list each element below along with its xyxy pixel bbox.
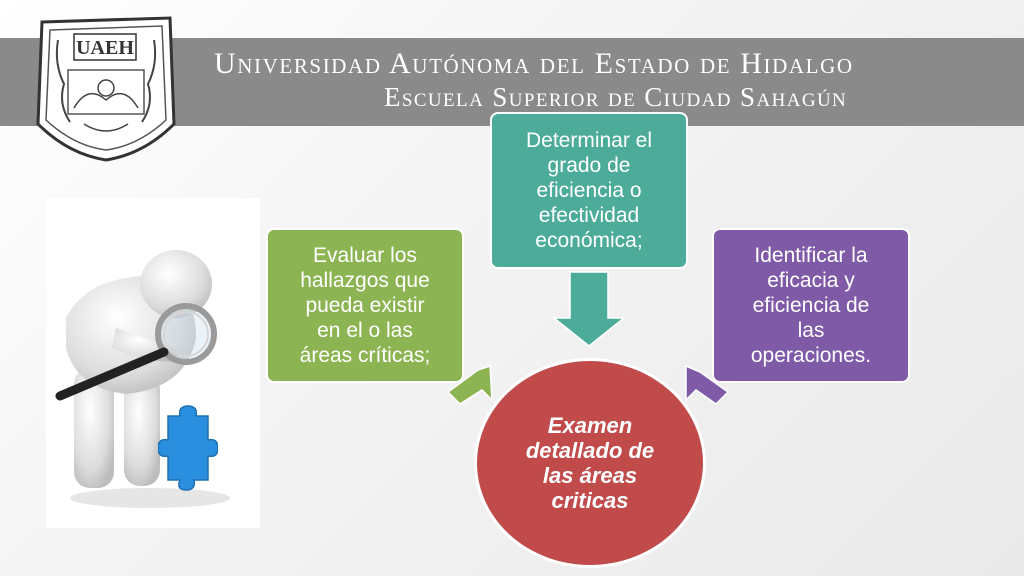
figure-icon	[66, 250, 230, 508]
node-left-text: Evaluar los hallazgos que pueda existir …	[299, 244, 431, 367]
node-identificar-eficacia: Identificar la eficacia y eficiencia de …	[712, 228, 910, 383]
school-name: Escuela Superior de Ciudad Sahagún	[384, 82, 848, 112]
node-top-text: Determinar el grado de eficiencia o efec…	[525, 129, 653, 252]
node-determinar-eficiencia: Determinar el grado de eficiencia o efec…	[490, 112, 688, 269]
node-evaluar-hallazgos: Evaluar los hallazgos que pueda existir …	[266, 228, 464, 383]
center-node-examen: Examen detallado de las áreas criticas	[474, 358, 706, 568]
seal-lettering: UAEH	[76, 37, 134, 59]
magnifying-glass-icon	[55, 303, 217, 401]
university-seal-logo: UAEH	[36, 16, 176, 162]
arrow-top-to-center	[551, 271, 627, 347]
university-name: Universidad Autónoma del Estado de Hidal…	[214, 47, 854, 80]
node-right-text: Identificar la eficacia y eficiencia de …	[750, 244, 872, 367]
illustration-card	[46, 198, 260, 528]
center-node-text: Examen detallado de las áreas criticas	[525, 413, 655, 513]
puzzle-piece-icon	[158, 405, 218, 491]
